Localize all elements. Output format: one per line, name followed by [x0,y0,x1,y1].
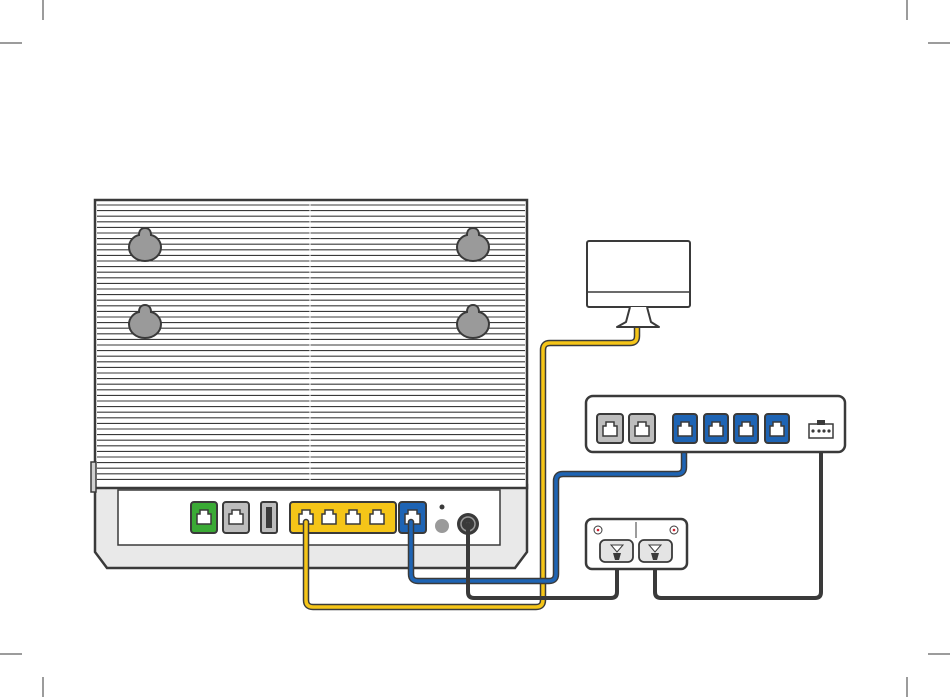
dsl-port[interactable] [191,502,217,533]
router [91,200,527,568]
power-supply [586,519,687,569]
ntd-lan-port-1[interactable] [673,414,697,443]
phone-port[interactable] [223,502,249,533]
reset-button[interactable] [435,519,449,533]
ntd-phone-port-1[interactable] [597,414,623,443]
reset-pinhole[interactable] [440,505,445,510]
router-side-tab [91,462,96,492]
ntd-lan-port-3[interactable] [734,414,758,443]
monitor-icon [587,241,690,327]
ntd-power-cable[interactable] [655,432,821,598]
ntd-lan-port-2[interactable] [704,414,728,443]
ntd-phone-port-2[interactable] [629,414,655,443]
ntd-lan-port-4[interactable] [765,414,789,443]
network-termination-device [586,396,845,452]
usb-port[interactable] [261,502,277,533]
